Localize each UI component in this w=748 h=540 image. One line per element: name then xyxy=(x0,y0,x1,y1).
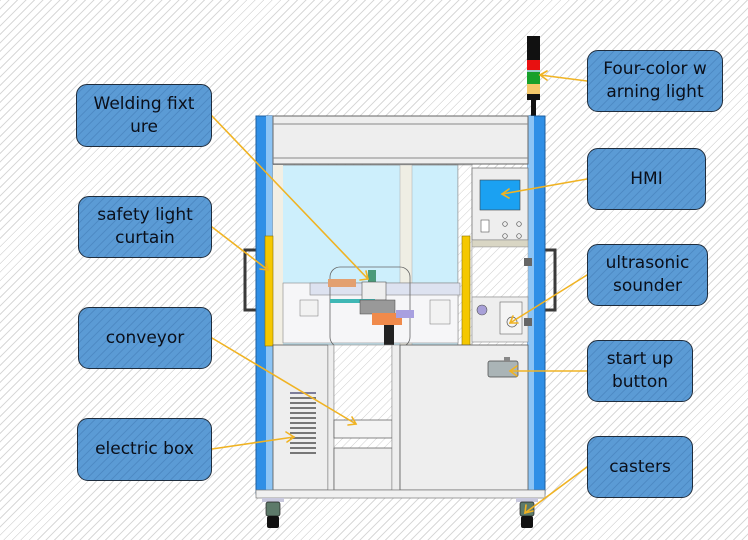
label-text-line: button xyxy=(611,372,669,392)
label-text-line: electric box xyxy=(95,439,194,459)
label-text-line: start up xyxy=(606,349,674,369)
start-up-button-unit xyxy=(487,360,519,378)
label-casters: casters xyxy=(587,436,693,498)
label-text-line: ultrasonic xyxy=(605,253,690,273)
label-four-color-warning-light: Four-color w arning light xyxy=(587,50,723,112)
light-green xyxy=(527,72,540,84)
leader-welding-fixture xyxy=(211,115,369,281)
leader-hmi xyxy=(500,178,588,199)
caster-left xyxy=(262,498,284,528)
label-ultrasonic-sounder: ultrasonic sounder xyxy=(587,244,708,306)
ultrasonic-sounder-unit xyxy=(499,301,523,335)
label-text-line: casters xyxy=(609,456,671,477)
label-text-line: Welding fixt xyxy=(93,93,195,114)
label-start-up-button: start up button xyxy=(587,340,693,402)
label-text-line: conveyor xyxy=(105,327,185,348)
label-text-line: HMI xyxy=(630,168,663,189)
safety-light-curtain-right xyxy=(461,235,471,347)
label-text-line: sounder xyxy=(612,276,683,296)
safety-light-curtain-left xyxy=(264,235,274,347)
hmi-screen xyxy=(479,179,521,211)
label-text-line: Four-color w xyxy=(603,59,707,79)
label-electric-box: electric box xyxy=(77,418,212,481)
leader-conveyor xyxy=(211,337,358,426)
welding-fixture-mechanism xyxy=(282,266,461,360)
label-text-line: curtain xyxy=(115,228,175,248)
leader-electric-box xyxy=(211,431,296,450)
label-safety-light-curtain: safety light curtain xyxy=(78,196,212,258)
label-text-line: ure xyxy=(130,116,158,137)
caster-right xyxy=(516,498,538,528)
leader-lines xyxy=(211,70,588,515)
label-text-line: safety light xyxy=(97,205,193,225)
label-hmi: HMI xyxy=(587,148,706,210)
leader-ultrasonic-sounder xyxy=(508,274,588,324)
right-handle xyxy=(545,248,557,312)
light-amber xyxy=(527,84,540,94)
leader-four-color-warning-light xyxy=(538,70,588,82)
left-handle xyxy=(243,248,256,312)
leader-start-up-button xyxy=(508,365,588,377)
leader-safety-light-curtain xyxy=(211,226,270,271)
label-conveyor: conveyor xyxy=(78,307,212,369)
conveyor-belt xyxy=(333,419,393,439)
leader-casters xyxy=(524,466,588,515)
label-text-line: arning light xyxy=(606,82,704,102)
machine-frame xyxy=(255,115,546,499)
light-red xyxy=(527,60,540,70)
warning-light-tower xyxy=(527,36,540,116)
